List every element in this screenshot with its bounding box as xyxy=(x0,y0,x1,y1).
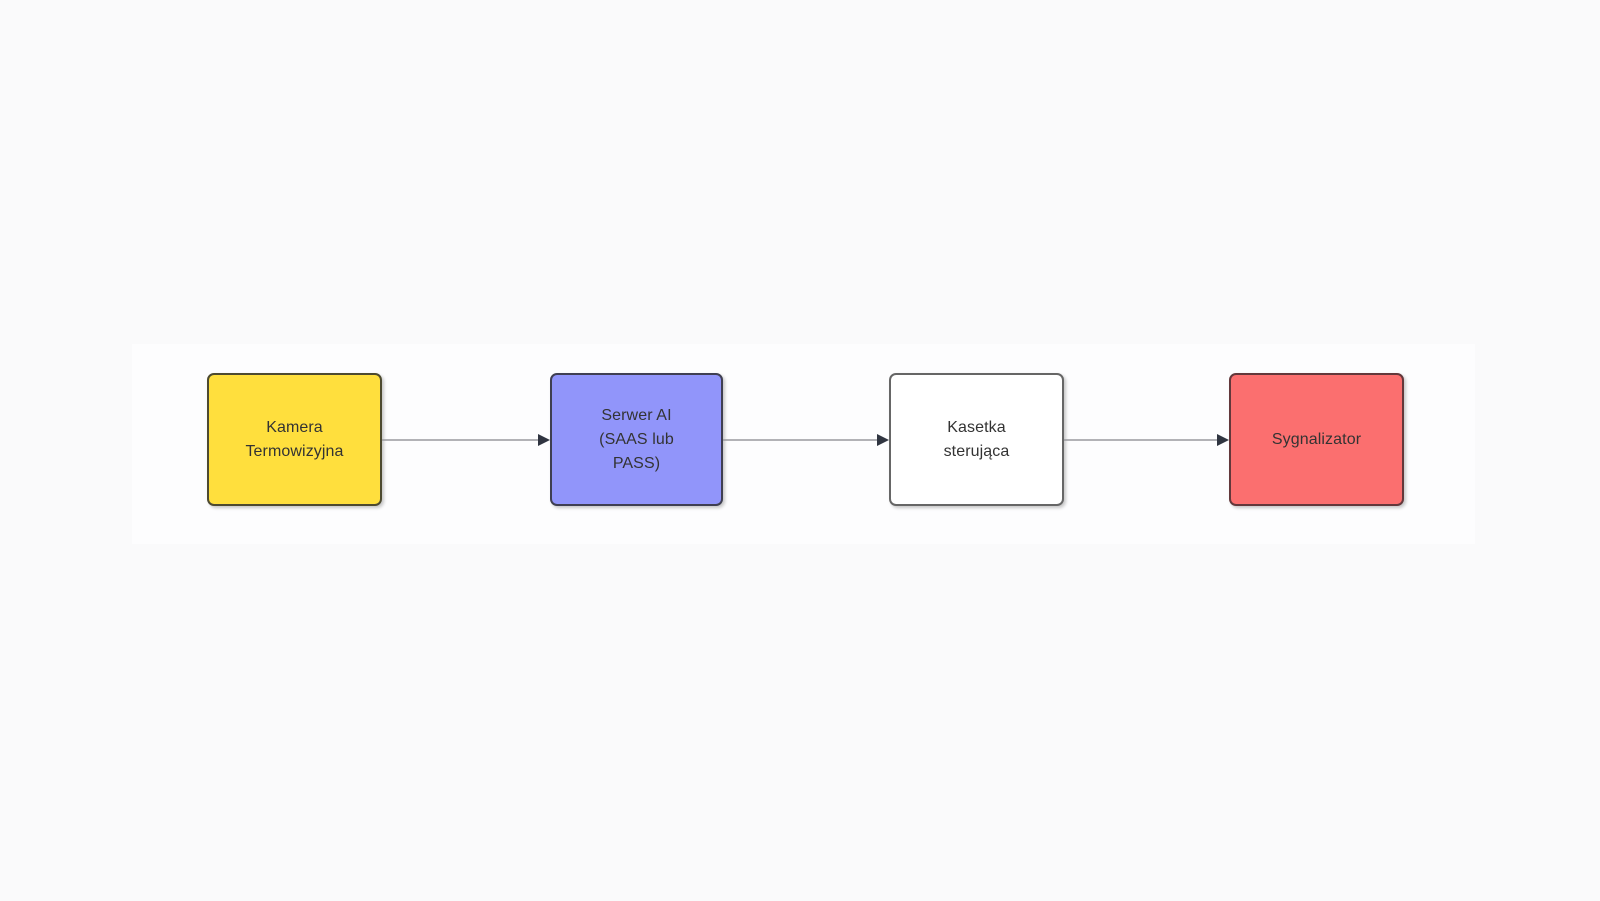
connector-kamera-to-serwer xyxy=(382,432,550,448)
node-serwer-label-line-3: PASS) xyxy=(612,454,661,472)
node-kamera-label-line-1: Kamera xyxy=(266,418,323,436)
node-serwer-label: Serwer AI (SAAS lub PASS) xyxy=(599,404,674,476)
connector-serwer-to-kasetka xyxy=(723,432,889,448)
node-kasetka-label-line-1: Kasetka xyxy=(947,418,1006,436)
connector-kasetka-to-sygnalizator xyxy=(1064,432,1229,448)
node-serwer-ai[interactable]: Serwer AI (SAAS lub PASS) xyxy=(550,373,723,506)
node-kasetka-label-line-2: sterująca xyxy=(943,442,1010,460)
node-serwer-label-line-1: Serwer AI xyxy=(601,406,672,424)
node-kasetka-label: Kasetka sterująca xyxy=(944,416,1010,464)
node-kamera-label-line-2: Termowizyjna xyxy=(245,442,344,460)
node-kamera-termowizyjna[interactable]: Kamera Termowizyjna xyxy=(207,373,382,506)
node-kasetka-sterujaca[interactable]: Kasetka sterująca xyxy=(889,373,1064,506)
node-sygnalizator-label-line-1: Sygnalizator xyxy=(1271,430,1362,448)
node-serwer-label-line-2: (SAAS lub xyxy=(599,430,674,448)
node-sygnalizator-label: Sygnalizator xyxy=(1272,428,1361,452)
node-sygnalizator[interactable]: Sygnalizator xyxy=(1229,373,1404,506)
node-kamera-label: Kamera Termowizyjna xyxy=(245,416,343,464)
